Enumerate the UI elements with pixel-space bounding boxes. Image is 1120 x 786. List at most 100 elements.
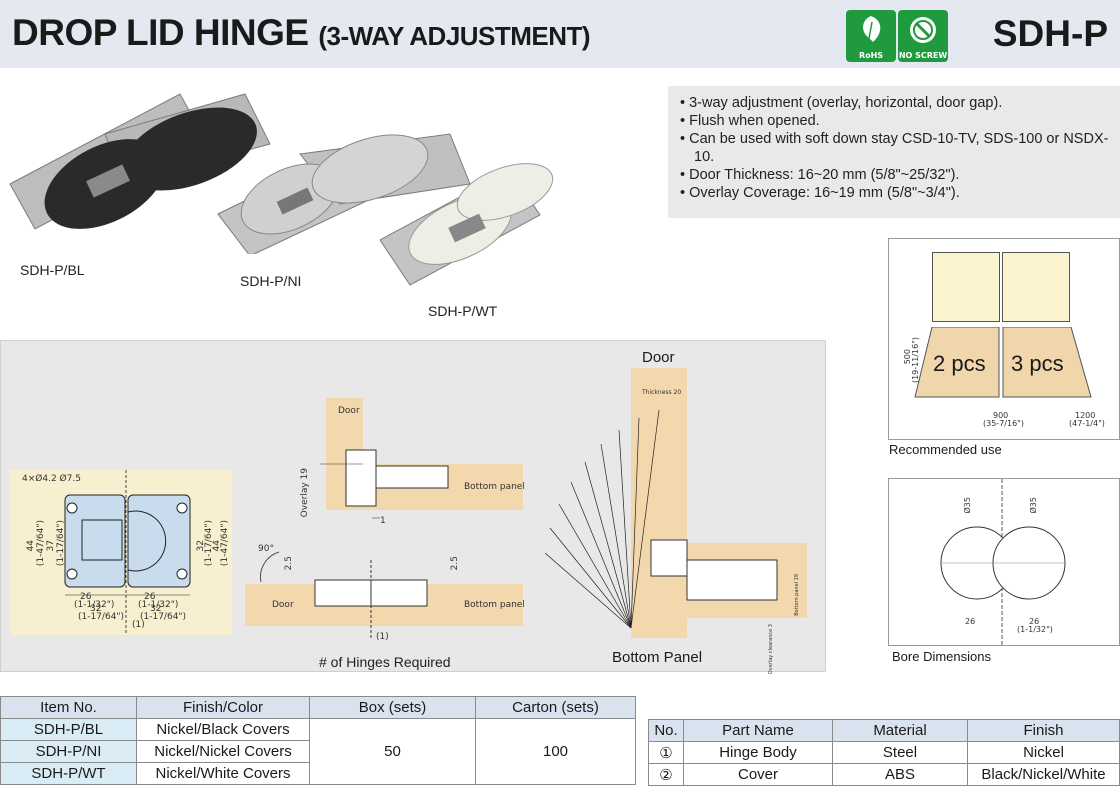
bottom-panel-19: Bottom panel 19 [794, 574, 800, 616]
col-part-finish: Finish [967, 719, 1120, 742]
door-title: Door [642, 349, 675, 366]
pcs-3-label: 3 pcs [1011, 351, 1064, 376]
bore-dim-left: 26 [965, 617, 976, 626]
dim-26-left-inch: (1-1/32") [74, 600, 115, 610]
product-photos [9, 93, 471, 254]
title-text: DROP LID HINGE [12, 12, 309, 53]
title-subtitle: (3-WAY ADJUSTMENT) [318, 21, 591, 51]
dim-44-right-inch: (1-47/64") [220, 520, 230, 567]
part-material: Steel [832, 741, 968, 764]
rohs-leaf-icon [863, 16, 881, 45]
upper-lid-left [932, 252, 1000, 322]
recommended-caption: Recommended use [889, 442, 1002, 457]
part-finish: Black/Nickel/White [967, 763, 1120, 786]
finish: Nickel/Nickel Covers [136, 740, 310, 763]
product-label-ni: SDH-P/NI [240, 273, 302, 289]
angle-90: 90° [258, 544, 274, 554]
bore-caption: Bore Dimensions [892, 649, 991, 664]
hinge-top-view [10, 470, 232, 635]
product-label-bl: SDH-P/BL [20, 262, 85, 278]
col-finish: Finish/Color [136, 696, 310, 719]
product-label-wt: SDH-P/WT [428, 303, 498, 319]
door-label-flat: Door [272, 600, 294, 610]
height-inch: (19-11/16") [911, 337, 920, 384]
bottom-panel-label: Bottom panel [464, 482, 525, 492]
feature-item: Door Thickness: 16~20 mm (5/8"~25/32"). [680, 166, 1120, 184]
table-row: SDH-P/WT Nickel/White Covers [0, 762, 636, 785]
part-material: ABS [832, 763, 968, 786]
part-no: ② [648, 763, 684, 786]
table-row: SDH-P/BL Nickel/Black Covers 50 100 [0, 718, 636, 785]
dim-44-left: 44 [26, 540, 36, 552]
col-no: No. [648, 719, 684, 742]
part-name: Cover [683, 763, 833, 786]
bore-drawing [940, 479, 1066, 645]
dim-26-right: 26 [144, 592, 156, 602]
flat-paren-1: (1) [376, 632, 389, 642]
flat-section-drawing [245, 551, 523, 638]
finish: Nickel/White Covers [136, 762, 310, 785]
col-part-name: Part Name [683, 719, 833, 742]
bore-dimensions-box: Ø35 Ø35 26 26 (1-1/32") [888, 478, 1120, 646]
feature-item: Flush when opened. [680, 112, 1120, 130]
dim-32-right: 32 [150, 604, 162, 614]
dim-2-5-left: 2.5 [284, 556, 294, 571]
overlay-dim: Overlay 19 [300, 468, 310, 518]
dim-26-left: 26 [80, 592, 92, 602]
dim-paren-1: (1) [132, 620, 145, 630]
dim-44-left-inch: (1-47/64") [36, 520, 46, 567]
part-name: Hinge Body [683, 741, 833, 764]
width-900-inch: (35-7/16") [983, 419, 1024, 428]
width-900: 900 [993, 411, 1009, 420]
opening-arc-drawing [545, 368, 807, 638]
features-box: 3-way adjustment (overlay, horizontal, d… [668, 86, 1120, 218]
col-box: Box (sets) [309, 696, 476, 719]
item-no: SDH-P/NI [0, 740, 137, 763]
item-no: SDH-P/BL [0, 718, 137, 741]
table-row: ① Hinge Body Steel Nickel [648, 741, 1120, 764]
bore-dim-right: 26 [1029, 617, 1040, 626]
overlay-gap-dim: 1 [380, 516, 386, 526]
dim-2-5-right: 2.5 [450, 556, 460, 571]
box-qty: 50 [309, 718, 476, 785]
upper-lid-right [1002, 252, 1070, 322]
hinge-photo-wt [380, 163, 554, 286]
dim-37-inch: (1-17/64") [56, 520, 66, 567]
rohs-label: RoHS [858, 51, 884, 60]
bottom-panel-label-flat: Bottom panel [464, 600, 525, 610]
feature-item: Overlay Coverage: 16~19 mm (5/8"~3/4"). [680, 184, 1120, 202]
pcs-2-label: 2 pcs [933, 351, 986, 376]
dim-32-left: 32 [90, 604, 102, 614]
feature-item: Can be used with soft down stay CSD-10-T… [680, 130, 1120, 166]
width-1200: 1200 [1075, 411, 1096, 420]
part-no: ① [648, 741, 684, 764]
col-material: Material [832, 719, 968, 742]
part-finish: Nickel [967, 741, 1120, 764]
hinge-photo-bl [9, 93, 271, 230]
thickness-label: Thickness 20 [642, 389, 682, 396]
hinges-caption: # of Hinges Required [319, 654, 451, 670]
rohs-badge: RoHS [846, 10, 896, 62]
bore-dia-left: Ø35 [963, 497, 972, 514]
item-no: SDH-P/WT [0, 762, 137, 785]
dim-32-left-inch: (1-17/64") [78, 612, 125, 622]
col-carton: Carton (sets) [475, 696, 636, 719]
page-title: DROP LID HINGE (3-WAY ADJUSTMENT) [12, 12, 591, 54]
parts-table-header: No. Part Name Material Finish [648, 719, 1120, 742]
table-row: ② Cover ABS Black/Nickel/White [648, 763, 1120, 786]
features-list: 3-way adjustment (overlay, horizontal, d… [668, 86, 1120, 202]
col-item-no: Item No. [0, 696, 137, 719]
width-1200-inch: (47-1/4") [1069, 419, 1105, 428]
item-table: Item No. Finish/Color Box (sets) Carton … [0, 696, 636, 785]
recommended-use-box: 2 pcs 3 pcs 500 (19-11/16") 900 (35-7/16… [888, 238, 1120, 440]
model-code: SDH-P [992, 13, 1108, 54]
no-screw-icon [910, 17, 936, 43]
hinge-photo-ni [217, 133, 471, 254]
carton-qty: 100 [475, 718, 636, 785]
dim-26-right-inch: (1-1/32") [138, 600, 179, 610]
finish: Nickel/Black Covers [136, 718, 310, 741]
bore-dia-right: Ø35 [1029, 497, 1038, 514]
bottom-panel-title: Bottom Panel [612, 649, 703, 666]
door-label: Door [338, 406, 360, 416]
parts-table: No. Part Name Material Finish ① Hinge Bo… [648, 719, 1120, 786]
